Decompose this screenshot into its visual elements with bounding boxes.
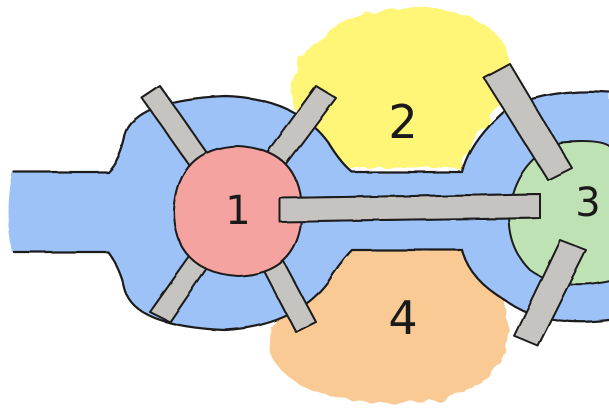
region-1-circle	[172, 144, 304, 278]
region-2-blob	[289, 6, 510, 168]
bridge-2-to-3	[483, 63, 573, 181]
region-2-land	[289, 6, 510, 168]
region-4-land	[268, 250, 509, 404]
label-node-3: 3	[575, 180, 600, 226]
label-node-4: 4	[388, 291, 417, 345]
bridge-1-to-3-top	[279, 193, 541, 223]
label-node-2: 2	[388, 95, 417, 149]
label-node-1: 1	[225, 188, 250, 234]
river-bank-bottom	[12, 248, 609, 332]
region-1-island	[172, 144, 304, 278]
bridge-4-to-3	[513, 239, 587, 347]
region-4-blob	[268, 250, 509, 404]
